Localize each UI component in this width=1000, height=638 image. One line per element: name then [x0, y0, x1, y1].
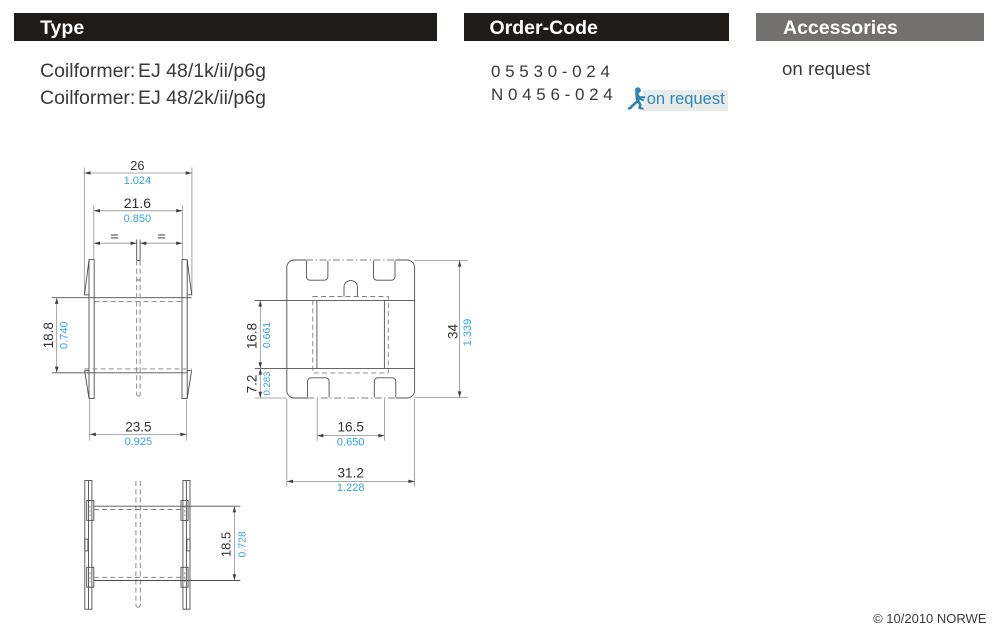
svg-text:0.661: 0.661 [261, 322, 273, 348]
svg-text:16.5: 16.5 [338, 420, 364, 435]
svg-text:21.6: 21.6 [124, 195, 151, 211]
svg-text:0.850: 0.850 [124, 213, 152, 225]
svg-text:18.8: 18.8 [41, 322, 56, 348]
svg-text:0.283: 0.283 [262, 372, 273, 396]
svg-text:1.339: 1.339 [462, 319, 474, 347]
svg-text:0.925: 0.925 [125, 436, 153, 448]
svg-text:18.5: 18.5 [219, 532, 234, 557]
svg-text:26: 26 [130, 158, 144, 173]
svg-text:31.2: 31.2 [338, 465, 364, 480]
svg-text:16.8: 16.8 [244, 323, 259, 349]
svg-text:0.650: 0.650 [337, 436, 365, 448]
svg-text:1.024: 1.024 [124, 175, 152, 187]
svg-text:0.728: 0.728 [236, 531, 248, 557]
svg-text:1.228: 1.228 [337, 482, 365, 494]
svg-text:23.5: 23.5 [125, 419, 151, 434]
svg-text:34: 34 [446, 324, 461, 340]
svg-text:7.2: 7.2 [244, 375, 259, 394]
svg-text:0.740: 0.740 [59, 321, 71, 349]
